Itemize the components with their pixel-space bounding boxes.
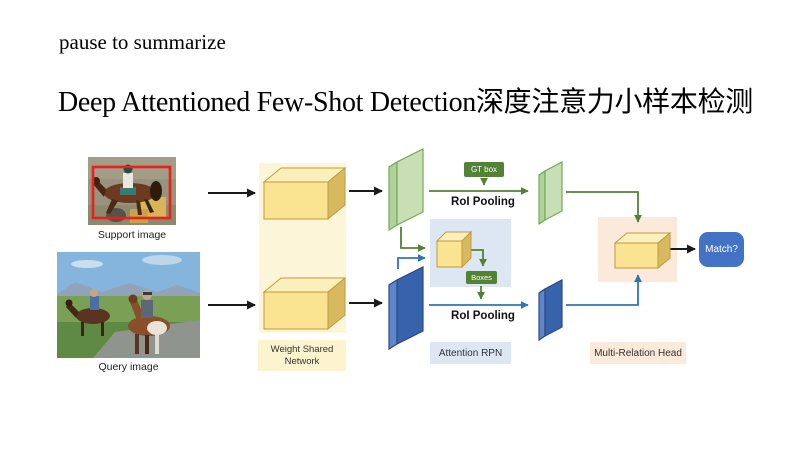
- page-title: Deep Attentioned Few-Shot Detection深度注意力…: [58, 87, 753, 118]
- match-badge: Match?: [699, 232, 744, 267]
- support-feature-map: [388, 148, 424, 232]
- multi-relation-head-cube: [613, 231, 672, 270]
- kicker-text: pause to summarize: [59, 30, 226, 54]
- multi-relation-head-label: Multi-Relation Head: [590, 342, 686, 364]
- weight-shared-network-label: Weight Shared Network: [258, 340, 346, 371]
- support-pooled-feature: [538, 161, 563, 226]
- query-image: [57, 252, 200, 358]
- arrow-query-roi-to-head: [566, 274, 642, 306]
- roi-pooling-bottom-label: RoI Pooling: [451, 310, 515, 322]
- network-cube-query: [262, 276, 347, 331]
- query-pooled-feature: [538, 279, 563, 342]
- left-horse-and-rider: [65, 289, 110, 336]
- roi-pooling-top-label: RoI Pooling: [451, 196, 515, 208]
- query-image-caption: Query image: [98, 361, 159, 373]
- blue-flow-arrows: [397, 254, 642, 309]
- black-flow-arrows: [208, 186, 696, 310]
- arrow-support-feature-to-rpn: [400, 227, 426, 252]
- attention-rpn-label: Attention RPN: [430, 342, 511, 364]
- query-photo-art: [57, 252, 200, 358]
- support-image-caption: Support image: [97, 229, 167, 241]
- support-bounding-box: [91, 165, 172, 220]
- gt-box-tag: GT box: [464, 162, 504, 177]
- support-photo-art: [88, 157, 176, 225]
- support-image: [88, 157, 176, 225]
- boxes-tag: Boxes: [466, 271, 497, 284]
- query-feature-map: [388, 266, 424, 351]
- network-cube-support: [262, 166, 347, 221]
- arrow-query-feature-to-rpn: [397, 254, 426, 269]
- attention-rpn-cube: [435, 230, 473, 269]
- arrow-support-roi-to-head: [566, 191, 642, 223]
- right-horse-and-rider: [128, 290, 170, 354]
